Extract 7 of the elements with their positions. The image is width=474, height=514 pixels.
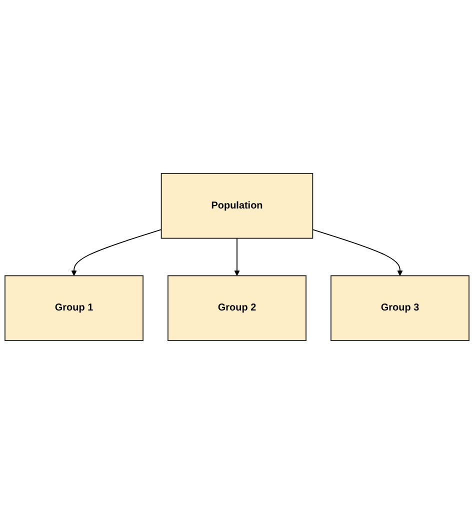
arrow (71, 229, 162, 276)
node-box: Group 2 (168, 275, 306, 342)
node-box: Population (160, 172, 314, 239)
arrow (234, 238, 240, 276)
node-box: Group 1 (4, 275, 144, 342)
arrow (312, 229, 403, 276)
node-box: Group 3 (330, 275, 470, 342)
